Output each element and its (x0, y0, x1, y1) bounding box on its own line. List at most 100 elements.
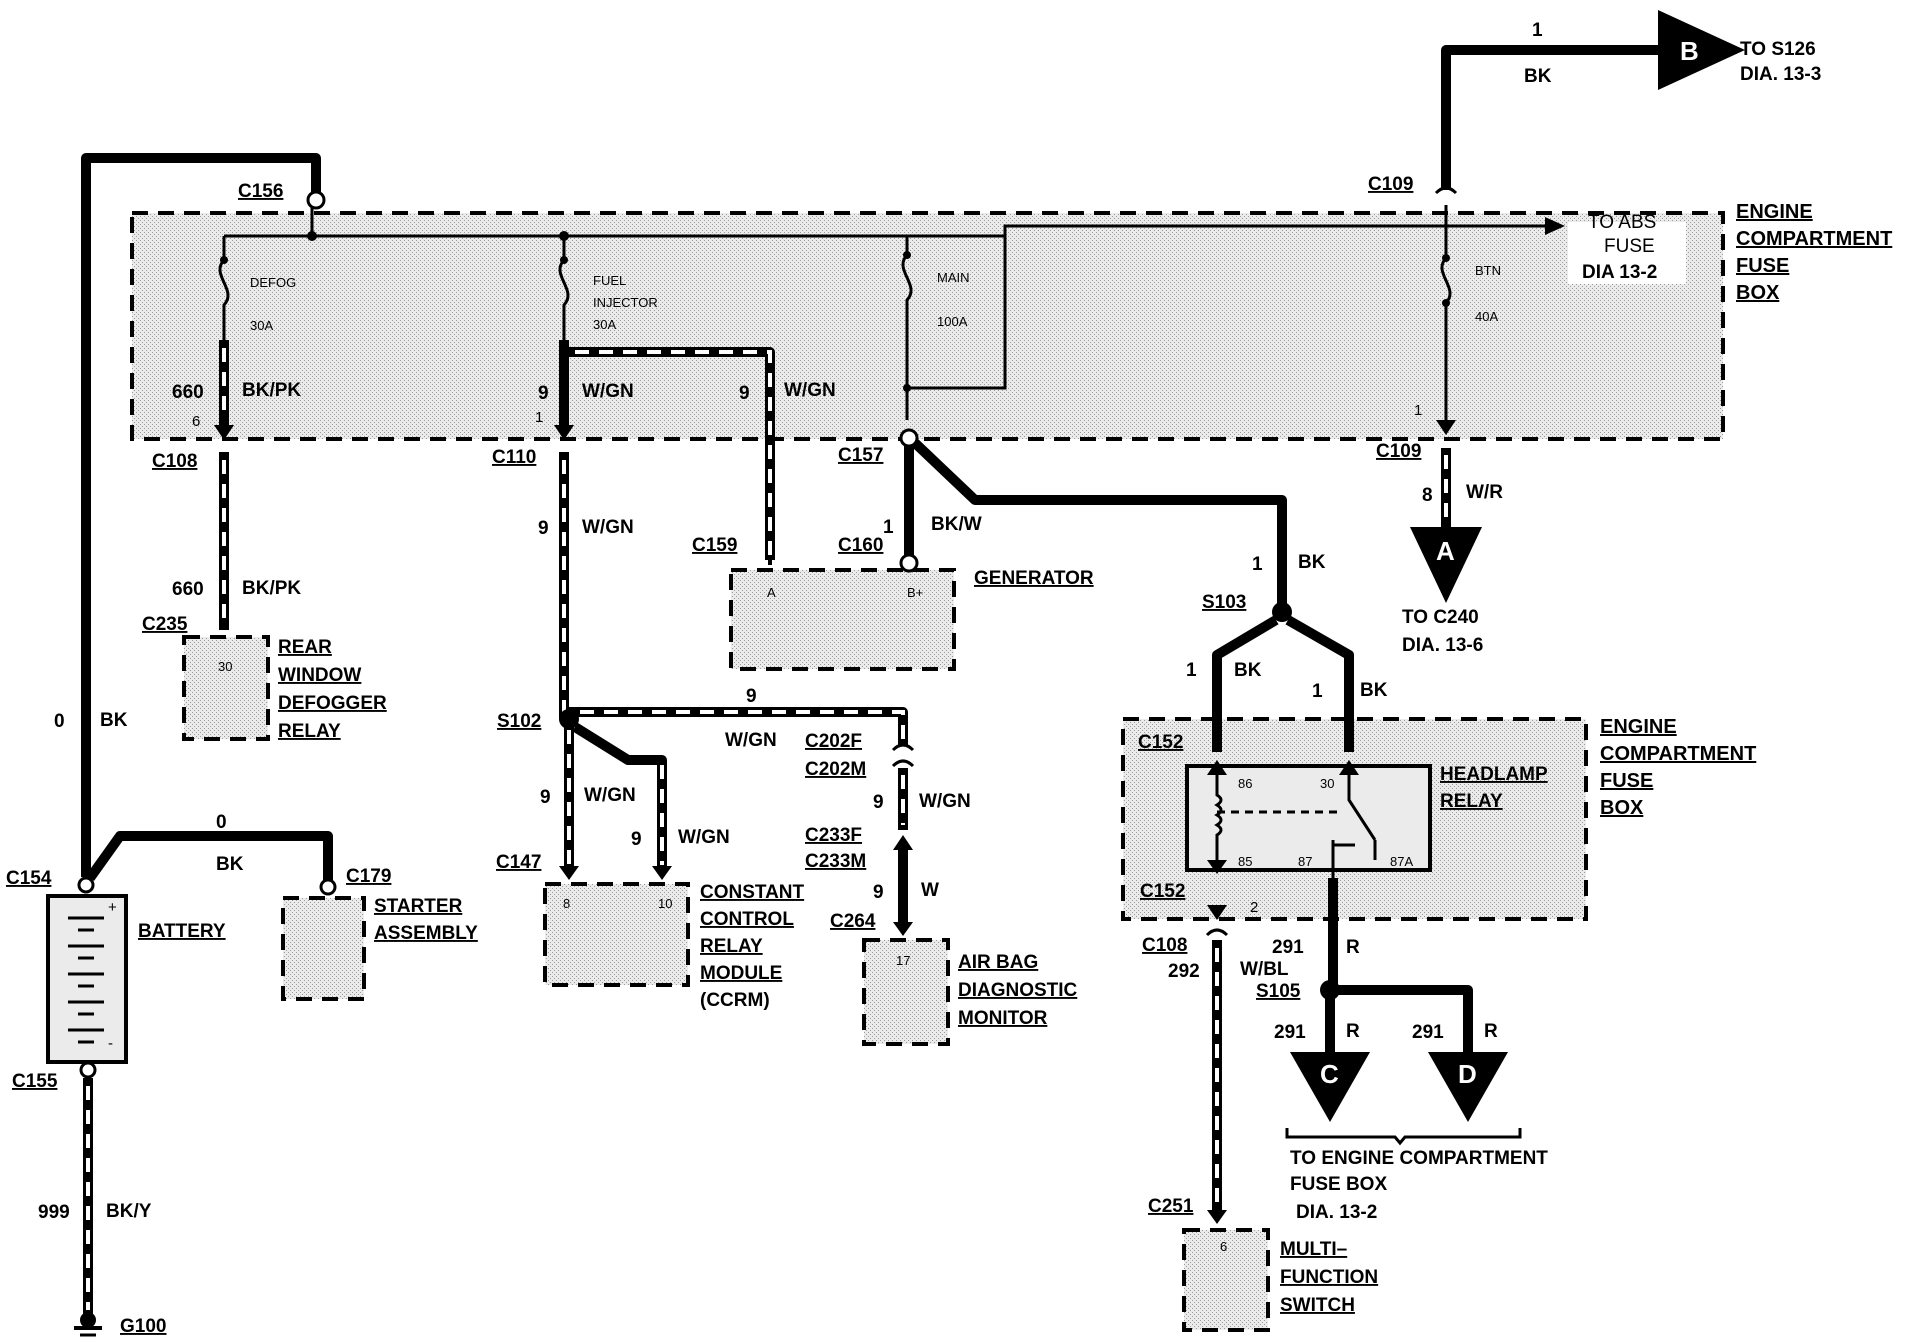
mfs-label-1: MULTI– (1280, 1239, 1347, 1260)
fuse-defog-name: DEFOG (250, 275, 296, 290)
fusebox-relay-label-4: BOX (1600, 797, 1644, 819)
engine-fuse-box-main (130, 211, 1725, 441)
label-c233m: C233M (805, 851, 866, 872)
label-c147: C147 (496, 852, 541, 873)
c233-arrow (893, 835, 913, 850)
circ-9e-color: W/GN (584, 785, 636, 806)
circ-9c-color: W/GN (582, 517, 634, 538)
c160-pin (899, 553, 919, 573)
arrow-c108 (214, 425, 234, 440)
circ-9d-num: 9 (746, 686, 757, 707)
circ-999-color: BK/Y (106, 1201, 152, 1222)
circ-660b-color: BK/PK (242, 578, 301, 599)
circ-9b-color: W/GN (784, 380, 836, 401)
label-g100: G100 (120, 1316, 166, 1337)
circ-291c-num: 291 (1412, 1022, 1444, 1043)
ref-b-note-1: TO S126 (1740, 39, 1816, 60)
label-c159: C159 (692, 535, 737, 556)
circ-9h-color: W (921, 880, 939, 901)
label-c108b: C108 (1142, 935, 1187, 956)
mfs-pin: 6 (1220, 1239, 1227, 1254)
circ-9f-color: W/GN (678, 827, 730, 848)
circ-1a-color: BK/W (931, 514, 982, 535)
fusebox-main-label-1: ENGINE (1736, 201, 1813, 223)
ref-a-note-1: TO C240 (1402, 607, 1479, 628)
ccrm-pin-10: 10 (658, 896, 672, 911)
circ-660b-num: 660 (172, 579, 204, 600)
gen-pin-b: B+ (907, 585, 923, 600)
relay-pin-85: 85 (1238, 854, 1252, 869)
wire-bk-top (1441, 45, 1668, 190)
fuse-dot-2 (560, 256, 568, 264)
rear-defog-label-4: RELAY (278, 721, 341, 742)
c155-pin (79, 1061, 97, 1079)
gen-pin-a: A (767, 585, 776, 600)
fuse-dot-5 (1442, 254, 1450, 262)
fusebox-relay-label-2: COMPARTMENT (1600, 743, 1756, 765)
c264-arrow (893, 922, 913, 936)
circ-291b-num: 291 (1274, 1022, 1306, 1043)
arrow-c147-1 (559, 866, 579, 880)
battery-box (46, 894, 128, 1064)
circ-9c-num: 9 (538, 518, 549, 539)
circ-1b-color: BK (1298, 552, 1326, 573)
abs-note-1: TO ABS (1588, 212, 1656, 233)
circ-1b-num: 1 (1252, 554, 1263, 575)
circ-9h-num: 9 (873, 882, 884, 903)
wire-bk-s103-left (1212, 615, 1279, 752)
pin-6: 6 (192, 413, 200, 430)
fuse-main-name: MAIN (937, 270, 970, 285)
fuse-fuel-rating: 30A (593, 317, 616, 332)
cd-bracket (1285, 1128, 1522, 1146)
fuse-dot-6 (1442, 299, 1450, 307)
circ-9g-color: W/GN (919, 791, 971, 812)
ref-b-triangle (1658, 10, 1745, 90)
relay-pin-86: 86 (1238, 776, 1252, 791)
label-c264: C264 (830, 911, 876, 932)
label-c235: C235 (142, 614, 188, 635)
defog-fuse-icon (218, 258, 230, 340)
fusebox-main-label-2: COMPARTMENT (1736, 228, 1892, 250)
circ-8-num: 8 (1422, 485, 1433, 506)
arrow-c251 (1207, 1210, 1227, 1224)
fuse-btn-name: BTN (1475, 263, 1501, 278)
c179-pin (319, 878, 337, 896)
label-s105: S105 (1256, 981, 1301, 1002)
ref-d-letter: D (1458, 1059, 1477, 1089)
label-c155: C155 (12, 1071, 58, 1092)
multifunction-switch-box (1182, 1228, 1270, 1332)
pin-1-c109: 1 (1414, 402, 1422, 419)
circ-1top-color: BK (1524, 66, 1552, 87)
starter-box (281, 896, 366, 1001)
rear-defog-label-3: DEFOGGER (278, 693, 387, 714)
arrow-c110 (554, 425, 574, 440)
label-c109a: C109 (1368, 174, 1413, 195)
fuse-dot-3 (903, 251, 911, 259)
label-c157: C157 (838, 445, 883, 466)
mfs-label-3: SWITCH (1280, 1295, 1355, 1316)
circ-9a-color: W/GN (582, 381, 634, 402)
rear-defogger-relay-box (182, 635, 270, 741)
fusebox-relay-label-1: ENGINE (1600, 716, 1677, 738)
fuse-dot-1 (220, 256, 228, 264)
circ-9b-num: 9 (739, 383, 750, 404)
fusebox-relay-label-3: FUSE (1600, 770, 1653, 792)
c156-pin (306, 190, 326, 210)
circ-292-num: 292 (1168, 961, 1200, 982)
pin-2: 2 (1250, 899, 1258, 916)
ref-b-note-2: DIA. 13-3 (1740, 64, 1821, 85)
label-c202f: C202F (805, 731, 862, 752)
circ-292-color: W/BL (1240, 959, 1289, 980)
circ-1d-color: BK (1360, 680, 1388, 701)
c157-pin (899, 428, 919, 448)
circ-9f-num: 9 (631, 829, 642, 850)
main-to-abs (907, 224, 1545, 390)
headlamp-label-1: HEADLAMP (1440, 764, 1548, 785)
arrow-c109-bot (1436, 420, 1456, 435)
rear-defog-pin: 30 (218, 659, 232, 674)
fuse-fuel-name1: FUEL (593, 273, 626, 288)
fuel-fuse-icon (558, 258, 570, 340)
arrow-c147-2 (652, 866, 672, 880)
ground-icon (74, 1312, 102, 1337)
ccrm-box (543, 882, 690, 987)
